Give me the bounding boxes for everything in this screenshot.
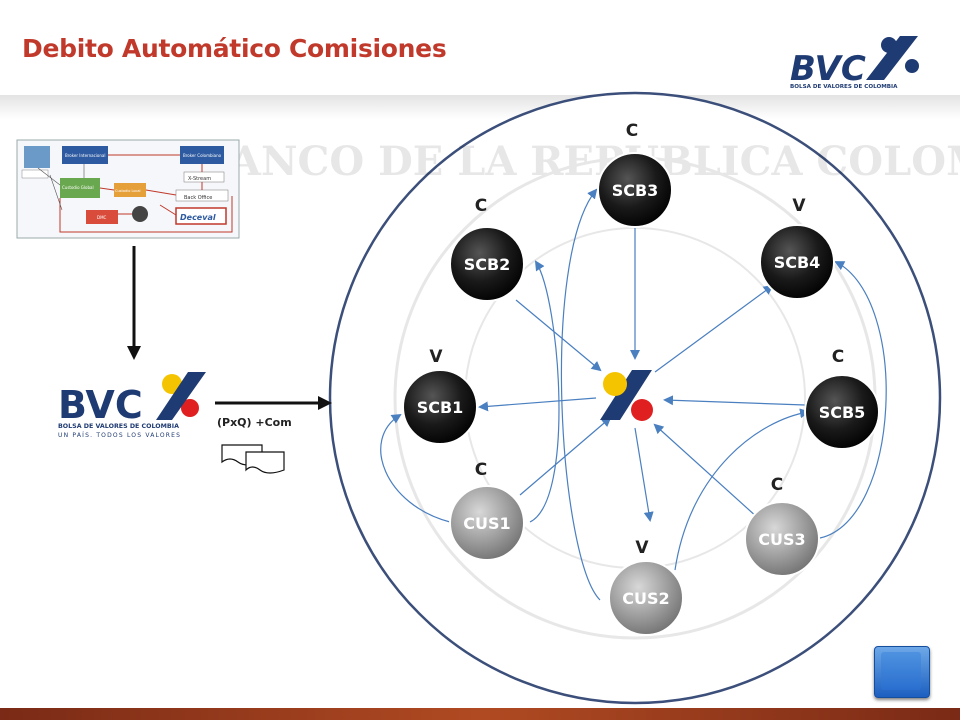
arrow-center-to-cus2: [634, 427, 654, 522]
center-bvc-logo: [600, 370, 653, 421]
tag-scb4: V: [792, 196, 806, 216]
arrow-cus1-to-scb2: [529, 260, 560, 523]
tag-cus3: C: [771, 475, 783, 495]
tag-cus2: V: [635, 538, 649, 558]
arrow-center-to-scb4: [654, 284, 774, 373]
arrow-cus1-to-scb1: [380, 413, 451, 523]
bvc-logo-tagline: UN PAÍS. TODOS LOS VALORES: [58, 432, 181, 439]
tag-cus1: C: [475, 460, 487, 480]
bvc-logo-text: BVC: [58, 383, 143, 427]
node-label-scb5: SCB5: [819, 403, 866, 422]
thumb-label-6: Custodio Local: [115, 189, 141, 193]
slide-title: Debito Automático Comisiones: [22, 34, 447, 63]
process-thumbnail: Broker Internacional Broker Colombiano X…: [16, 139, 240, 239]
thumb-label-1: Broker Internacional: [65, 153, 105, 158]
next-slide-button[interactable]: [874, 646, 930, 698]
center-logo-red-dot: [631, 399, 653, 421]
node-cus2[interactable]: CUS2: [608, 560, 684, 636]
bvc-logo: BVC BOLSA DE VALORES DE COLOMBIA UN PAÍS…: [58, 372, 206, 439]
node-label-scb3: SCB3: [612, 181, 659, 200]
arrow-scb2-to-center: [515, 299, 602, 372]
thumb-label-8: Deceval: [180, 213, 216, 222]
arrow-cus3-to-scb4: [819, 261, 887, 539]
bvc-logo-subtext: BOLSA DE VALORES DE COLOMBIA: [58, 423, 179, 430]
watermark-text: BANCO DE LA REPUBLICA COLOMBIA: [196, 138, 960, 185]
header-divider: [0, 95, 960, 119]
node-label-cus2: CUS2: [622, 589, 669, 608]
flow-label: (PxQ) +Com: [217, 416, 292, 429]
node-scb4[interactable]: SCB4: [759, 224, 835, 300]
arrow-center-to-scb1: [478, 397, 597, 412]
tag-scb5: C: [832, 347, 844, 367]
bvc-logo-blue-slash: [156, 372, 206, 420]
tag-scb1: V: [429, 347, 443, 367]
header-logo-dot-2: [905, 59, 919, 73]
node-label-scb4: SCB4: [774, 253, 821, 272]
center-logo-yellow-dot: [603, 372, 627, 396]
node-label-cus1: CUS1: [463, 514, 510, 533]
node-scb5[interactable]: SCB5: [804, 374, 880, 450]
thumb-label-7: DMC: [97, 215, 107, 220]
node-cus1[interactable]: CUS1: [449, 485, 525, 561]
node-label-cus3: CUS3: [758, 530, 805, 549]
thumb-label-2: Broker Colombiano: [183, 153, 222, 158]
bvc-logo-red-dot: [181, 399, 199, 417]
thumb-label-3: X-Stream: [188, 176, 211, 182]
flow-arrows: [380, 188, 887, 601]
header-logo: BVC BOLSA DE VALORES DE COLOMBIA: [790, 36, 919, 90]
tag-scb2: C: [475, 196, 487, 216]
arrow-cus3-to-center: [653, 423, 759, 519]
arrow-cus2-to-scb5: [674, 408, 810, 571]
arrow-cus2-to-scb3: [560, 188, 601, 601]
document-icon: [221, 444, 285, 474]
next-slide-button-face: [881, 652, 921, 690]
thumb-label-4: Back Office: [184, 195, 212, 201]
tag-scb3: C: [626, 121, 638, 141]
header-logo-slash: [866, 36, 918, 80]
node-scb3[interactable]: SCB3: [597, 152, 673, 228]
node-cus3[interactable]: CUS3: [744, 501, 820, 577]
header-logo-subtext: BOLSA DE VALORES DE COLOMBIA: [790, 84, 898, 90]
node-scb2[interactable]: SCB2: [449, 226, 525, 302]
footer-bar: [0, 708, 960, 720]
center-logo-blue-shape: [600, 370, 652, 420]
node-scb1[interactable]: SCB1: [402, 369, 478, 445]
header-logo-text: BVC: [790, 49, 866, 89]
node-label-scb2: SCB2: [464, 255, 511, 274]
node-label-scb1: SCB1: [417, 398, 464, 417]
arrow-scb5-to-center: [663, 395, 806, 406]
thumb-label-5: Custodio Global: [62, 185, 94, 190]
